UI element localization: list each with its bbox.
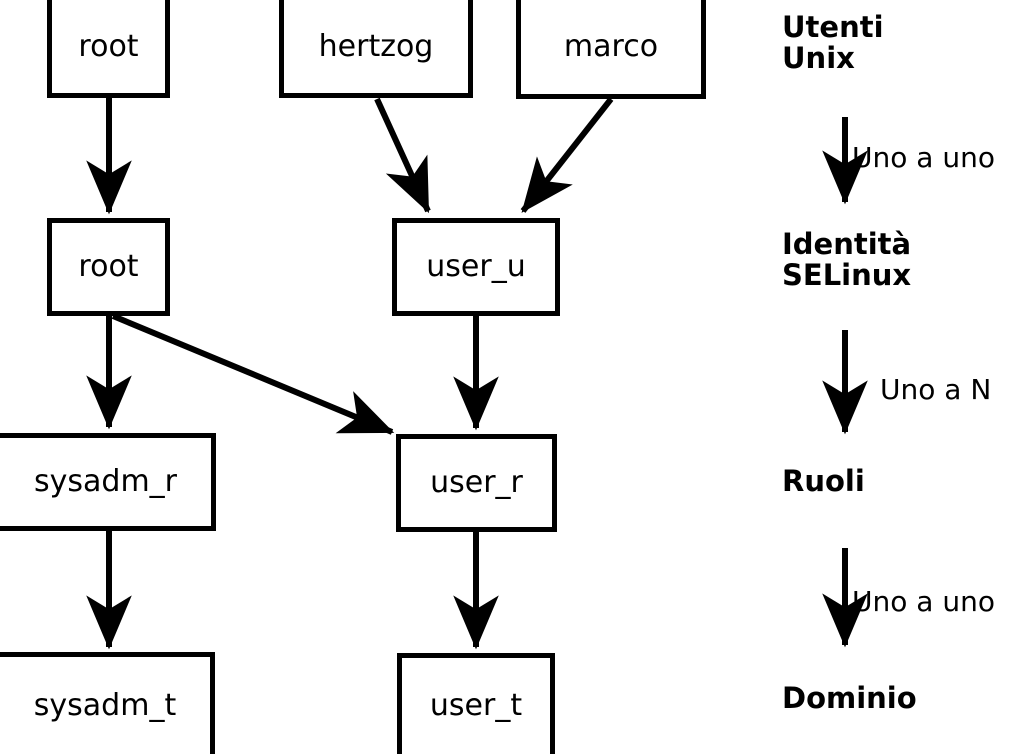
- node-role-user-r[interactable]: user_r: [396, 434, 557, 532]
- node-domain-user-t[interactable]: user_t: [397, 653, 555, 754]
- node-label: root: [78, 249, 139, 284]
- legend-stage-roles: Ruoli: [782, 464, 865, 498]
- legend-stage-domains: Dominio: [782, 681, 917, 715]
- legend-relation-users-to-identity: Uno a uno: [852, 141, 995, 174]
- legend-stage-selinux-identity: Identità SELinux: [782, 227, 912, 293]
- node-label: user_u: [426, 249, 526, 284]
- node-role-sysadm-r[interactable]: sysadm_r: [0, 433, 216, 531]
- node-label: marco: [563, 29, 659, 64]
- node-label: user_t: [429, 688, 523, 723]
- legend-relation-roles-to-domains: Uno a uno: [852, 585, 995, 618]
- node-identity-root[interactable]: root: [47, 218, 170, 316]
- node-domain-sysadm-t[interactable]: sysadm_t: [0, 652, 215, 754]
- node-identity-user-u[interactable]: user_u: [392, 218, 560, 316]
- legend-relation-identity-to-roles: Uno a N: [880, 373, 992, 406]
- legend-stage-unix-users: Utenti Unix: [782, 10, 884, 76]
- node-label: sysadm_t: [33, 687, 177, 723]
- node-unix-hertzog[interactable]: hertzog: [279, 0, 473, 98]
- edge-hertzog-to-user-u: [374, 97, 431, 214]
- node-label: user_r: [430, 465, 523, 500]
- node-unix-marco[interactable]: marco: [516, 0, 706, 99]
- edge-marco-to-user-u: [520, 97, 614, 213]
- node-unix-root[interactable]: root: [47, 0, 170, 98]
- node-label: sysadm_r: [34, 464, 177, 499]
- node-label: hertzog: [318, 28, 434, 64]
- edge-id-root-to-user-r: [111, 313, 395, 435]
- node-label: root: [78, 28, 139, 64]
